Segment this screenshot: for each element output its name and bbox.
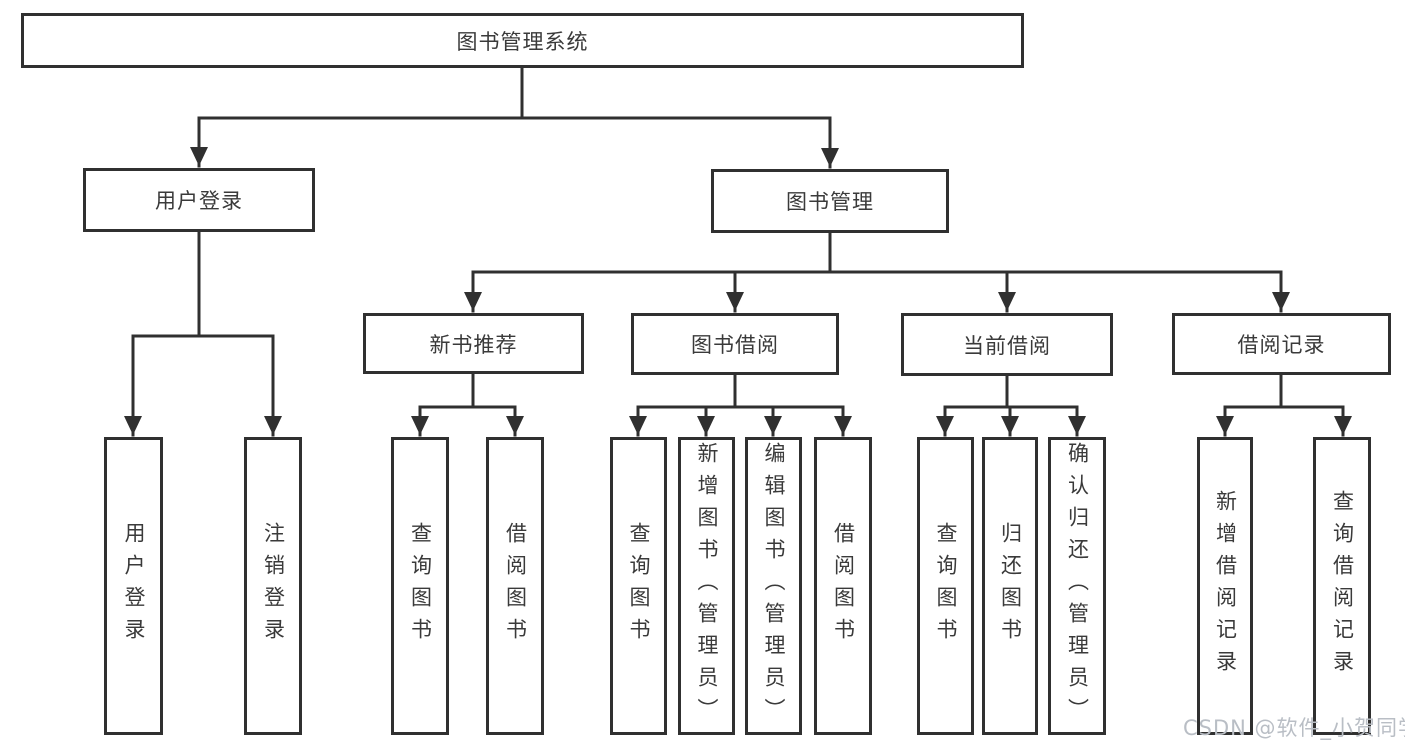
node-leaf-cb-query-books: 查询图书: [917, 437, 974, 735]
node-borrowing-records: 借阅记录: [1172, 313, 1391, 375]
csdn-watermark: CSDN @软件_小贺同学: [1183, 716, 1405, 740]
connector-root-split: [197, 66, 832, 120]
node-leaf-bb-borrow-books: 借阅图书: [814, 437, 872, 735]
connector-current-borrow-split: [943, 374, 1079, 409]
connector-new-book-rec-split: [418, 372, 517, 409]
connector-user-login-split: [131, 230, 275, 338]
node-new-book-recommendation: 新书推荐: [363, 313, 584, 374]
node-library-management-system: 图书管理系统: [21, 13, 1024, 68]
connector-borrow-records-split: [1223, 374, 1345, 409]
connector-book-management-split: [471, 231, 1283, 274]
node-leaf-br-add-record: 新增借阅记录: [1197, 437, 1253, 735]
node-leaf-cb-return-books: 归还图书: [982, 437, 1038, 735]
connector-book-borrow-split: [636, 373, 845, 409]
node-leaf-logout: 注销登录: [244, 437, 302, 735]
node-leaf-nb-borrow-books: 借阅图书: [486, 437, 544, 735]
node-leaf-bb-query-books: 查询图书: [610, 437, 667, 735]
node-leaf-br-query-record: 查询借阅记录: [1313, 437, 1371, 735]
node-leaf-bb-add-books-admin: 新增图书（管理员）: [678, 437, 735, 735]
node-leaf-bb-edit-books-admin: 编辑图书（管理员）: [745, 437, 802, 735]
node-leaf-nb-query-books: 查询图书: [391, 437, 449, 735]
node-book-management: 图书管理: [711, 169, 949, 233]
node-leaf-user-login: 用户登录: [104, 437, 163, 735]
node-user-login: 用户登录: [83, 168, 315, 232]
node-leaf-cb-confirm-return-admin: 确认归还（管理员）: [1048, 437, 1106, 735]
node-current-borrowing: 当前借阅: [901, 313, 1113, 376]
node-book-borrowing: 图书借阅: [631, 313, 839, 375]
